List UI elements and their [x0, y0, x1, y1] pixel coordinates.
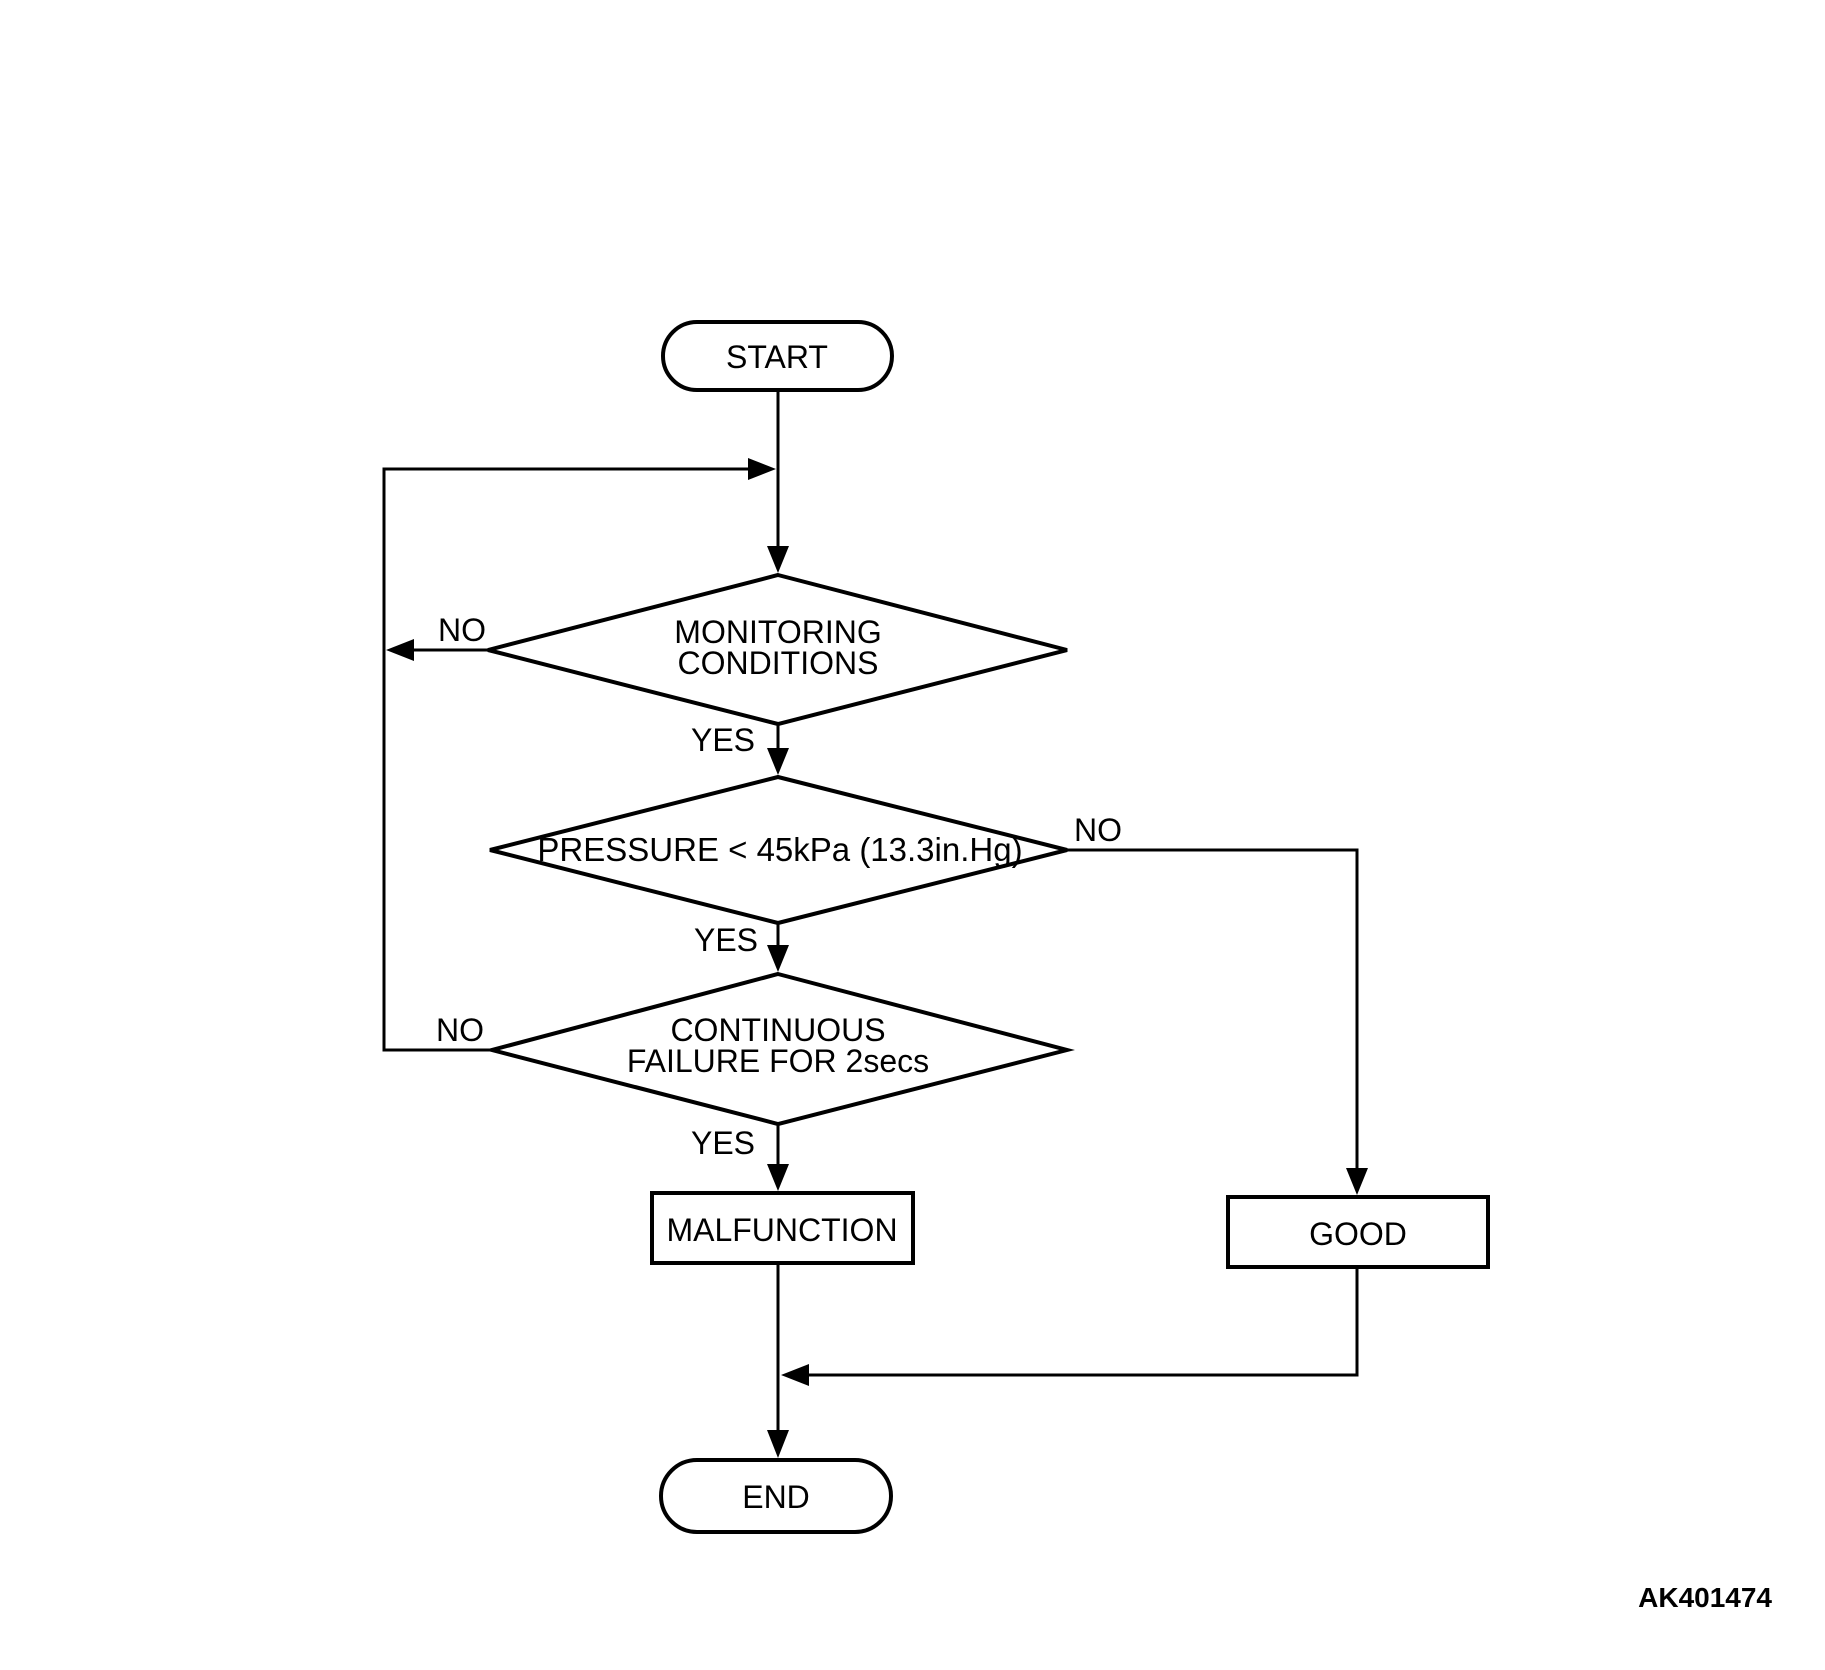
continuous-label-line2: FAILURE FOR 2secs [627, 1043, 929, 1079]
malfunction-label: MALFUNCTION [666, 1212, 897, 1248]
malfunction-process-box [650, 1191, 915, 1265]
arrowhead-into-end-icon [767, 1430, 789, 1458]
monitoring-yes-label: YES [691, 722, 755, 758]
good-process-box [1226, 1195, 1490, 1269]
pressure-no-label: NO [1074, 812, 1122, 848]
end-terminator [659, 1458, 893, 1534]
arrowhead-loop-into-main-icon [748, 458, 776, 480]
good-label: GOOD [1309, 1216, 1407, 1252]
arrowhead-into-malfunction-icon [767, 1164, 789, 1191]
start-label: START [726, 339, 828, 375]
flow-line-pressure-no [1067, 848, 1359, 1169]
arrowhead-into-pressure-icon [767, 748, 789, 775]
continuous-yes-label: YES [691, 1125, 755, 1161]
loop-return-line [382, 467, 748, 1052]
continuous-no-label: NO [436, 1012, 484, 1048]
flow-line-good-to-merge [807, 1267, 1359, 1377]
arrowhead-into-monitoring-icon [767, 546, 789, 573]
arrowhead-merge-into-main-icon [781, 1364, 809, 1386]
monitoring-label-line2: CONDITIONS [678, 645, 879, 681]
continuous-label-line1: CONTINUOUS [670, 1012, 885, 1048]
pressure-decision-diamond [489, 774, 1068, 926]
start-terminator [661, 320, 894, 392]
pressure-label: PRESSURE < 45kPa (13.3in.Hg) [537, 831, 1022, 868]
arrowhead-monitoring-no-icon [386, 639, 414, 661]
monitoring-label-line1: MONITORING [674, 614, 881, 650]
figure-code-label: AK401474 [1638, 1582, 1772, 1613]
continuous-decision-diamond [484, 971, 1075, 1127]
pressure-yes-label: YES [694, 922, 758, 958]
monitoring-no-label: NO [438, 612, 486, 648]
arrowhead-into-good-icon [1346, 1168, 1368, 1195]
end-label: END [742, 1479, 810, 1515]
arrowhead-into-continuous-icon [767, 945, 789, 972]
monitoring-decision-diamond [487, 572, 1068, 727]
